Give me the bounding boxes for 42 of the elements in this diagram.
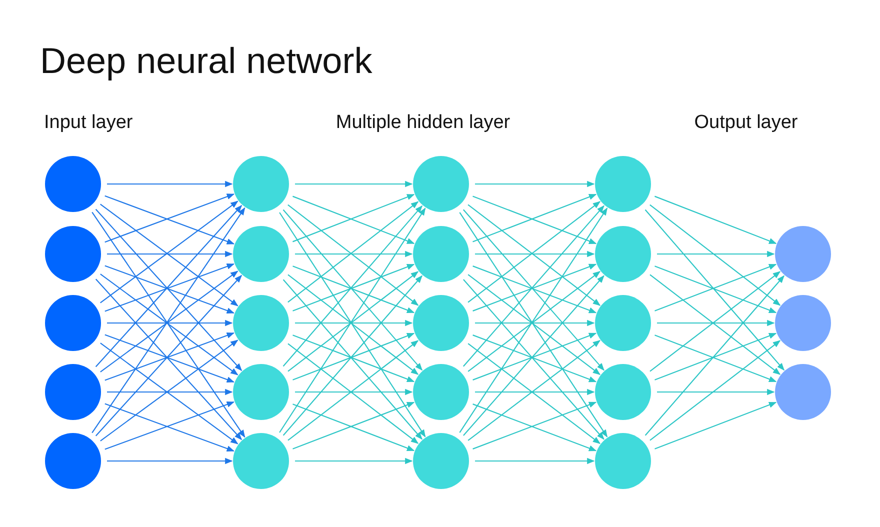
arrow	[644, 275, 784, 436]
arrow	[107, 180, 233, 188]
arrow	[295, 250, 413, 258]
arrow	[107, 250, 233, 258]
arrow	[654, 196, 777, 244]
neuron-circle	[595, 156, 651, 212]
neuron-circle	[413, 226, 469, 282]
arrow	[475, 180, 595, 188]
arrow	[475, 320, 595, 326]
neuron-circle	[595, 433, 651, 489]
neuron-circle	[233, 226, 289, 282]
layer-label: Multiple hidden layer	[336, 112, 510, 134]
arrow	[650, 204, 781, 306]
neuron-circle	[413, 364, 469, 420]
neuron-circle	[45, 364, 101, 420]
arrow	[295, 458, 413, 464]
neuron-circle	[233, 364, 289, 420]
neuron-circle	[233, 156, 289, 212]
neuron-circle	[413, 433, 469, 489]
arrow	[657, 250, 775, 258]
neuron-circle	[595, 226, 651, 282]
arrow	[107, 458, 233, 464]
arrow	[295, 388, 413, 396]
arrow	[657, 388, 775, 396]
arrow	[475, 250, 595, 258]
arrow	[475, 388, 595, 396]
arrow	[644, 209, 785, 371]
layer-label: Input layer	[44, 112, 133, 134]
arrow	[475, 458, 595, 464]
arrow	[107, 320, 233, 326]
neuron-circle	[45, 226, 101, 282]
diagram-title: Deep neural network	[40, 40, 372, 82]
arrow	[295, 180, 413, 188]
arrow	[657, 320, 775, 326]
arrow	[295, 320, 413, 326]
arrow	[107, 388, 233, 396]
arrow	[654, 402, 777, 450]
layer-label: Output layer	[694, 112, 798, 134]
arrow	[650, 340, 781, 441]
neuron-circle	[413, 156, 469, 212]
neuron-circle	[233, 433, 289, 489]
neuron-circle	[595, 364, 651, 420]
